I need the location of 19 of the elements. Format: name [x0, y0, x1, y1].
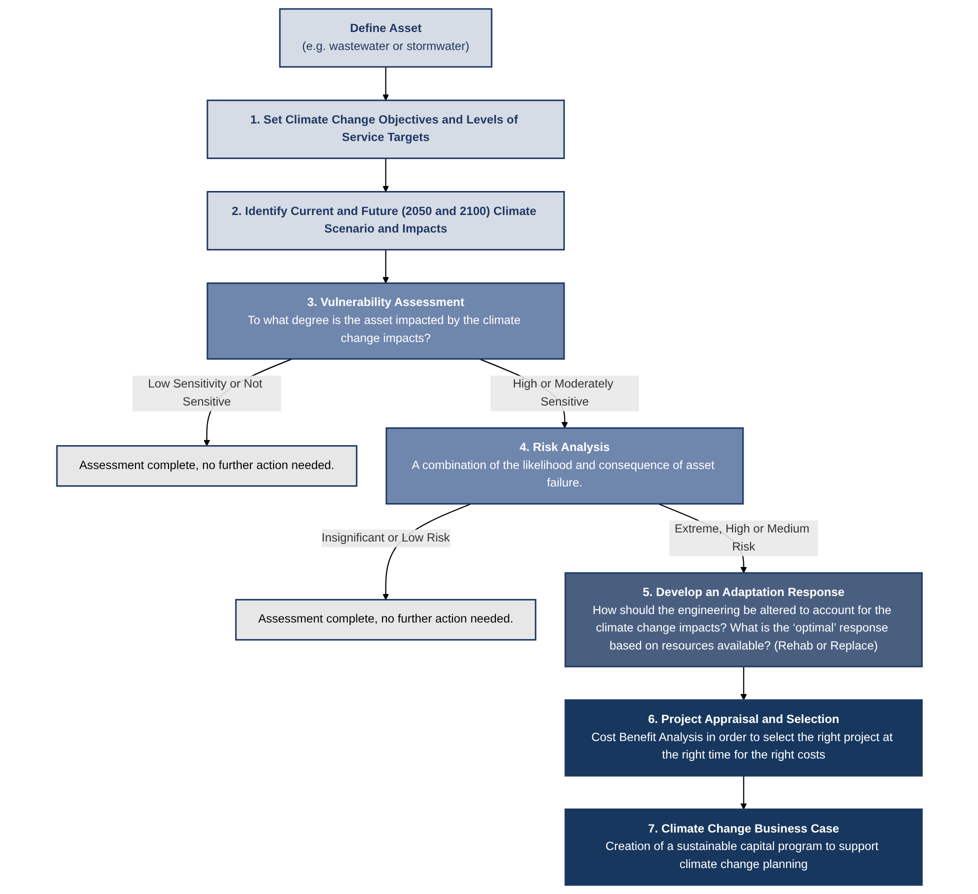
node-box: 1. Set Climate Change Objectives and Levels of Service Targets: [206, 100, 564, 160]
edge-label: Low Sensitivity or Not Sensitive: [148, 378, 262, 408]
node-box: 2. Identify Current and Future (2050 and 2100) Climate Scenario and Impacts: [206, 191, 564, 250]
edge-label: Insignificant or Low Risk: [321, 532, 450, 544]
arrow: [382, 250, 389, 284]
node-box: Assessment complete, no further action needed.: [56, 445, 357, 487]
edge-label: High or Moderately Sensitive: [512, 378, 613, 408]
node-box: 4. Risk Analysis A combination of the likelihood and consequence of asset failure.: [385, 427, 744, 505]
node-box: 7. Climate Change Business Case Creation of a sustainable capital program to support climate change planning: [564, 808, 922, 886]
arrow: [382, 158, 389, 192]
node-box: Assessment complete, no further action needed.: [234, 598, 536, 641]
node-box: 3. Vulnerability Assessment To what degree is the asset impacted by the climate change impacts?: [206, 282, 564, 360]
arrow: [740, 666, 746, 700]
arrow: [382, 66, 389, 101]
node-box: 5. Develop an Adaptation Response How should the engineering be altered to account for the climate change impacts? What is the ‘optimal’ response based on resources available? (Rehab or Replace): [564, 572, 922, 668]
node-box: Define Asset (e.g. wastewater or stormwater): [278, 8, 492, 68]
node-box: 6. Project Appraisal and Selection Cost Benefit Analysis in order to select the right project at the right time for the right costs: [564, 699, 922, 777]
edge-label: Extreme, High or Medium Risk: [674, 522, 809, 554]
arrow: [740, 776, 746, 810]
